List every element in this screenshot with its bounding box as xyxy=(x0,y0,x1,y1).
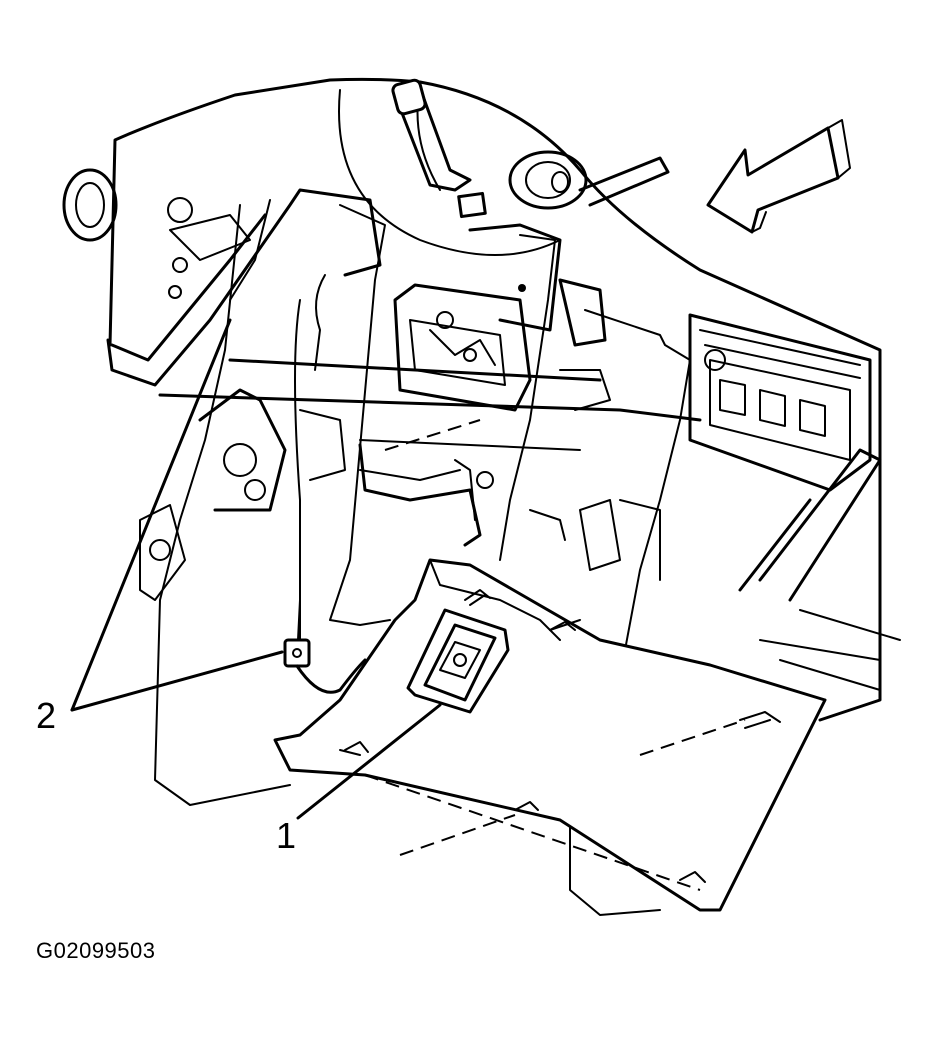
alignment-lines xyxy=(364,419,746,891)
callout-label-1: 1 xyxy=(276,815,296,856)
direction-arrow-icon xyxy=(706,119,851,234)
callout-label-2: 2 xyxy=(36,695,56,736)
retainer-connector[interactable] xyxy=(283,599,367,694)
callout-1-leader xyxy=(296,703,442,820)
leader-line-2b xyxy=(70,650,284,712)
figure-id: G02099503 xyxy=(36,938,156,963)
leader-line-2a xyxy=(70,318,232,712)
leader-line-1 xyxy=(296,703,442,820)
callout-2-leader xyxy=(70,318,284,712)
trim-panel[interactable] xyxy=(273,558,827,912)
instrument-panel-structure xyxy=(62,77,901,722)
